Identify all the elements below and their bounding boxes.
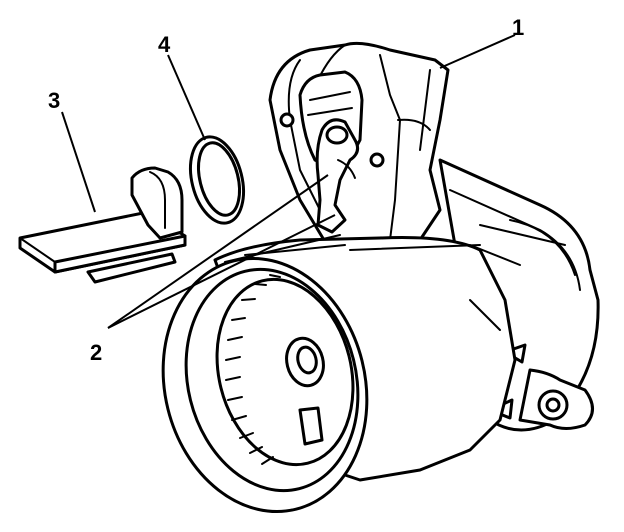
part-3-slide-plate xyxy=(18,166,187,284)
part-4-o-ring xyxy=(189,135,245,225)
drum-front-ring xyxy=(161,256,369,514)
internal-spline-teeth xyxy=(225,274,281,465)
callout-labels: 1 2 3 4 xyxy=(48,15,524,365)
part-2-pin xyxy=(315,118,360,234)
callout-3: 3 xyxy=(48,88,60,113)
callout-1: 1 xyxy=(512,15,524,40)
leader-2b xyxy=(107,214,336,329)
leader-3 xyxy=(61,111,96,213)
leader-4 xyxy=(167,54,206,141)
leader-2a xyxy=(107,174,329,329)
leader-lines xyxy=(61,34,516,329)
callout-2: 2 xyxy=(90,340,102,365)
callout-4: 4 xyxy=(158,32,171,57)
leader-1 xyxy=(439,34,516,69)
